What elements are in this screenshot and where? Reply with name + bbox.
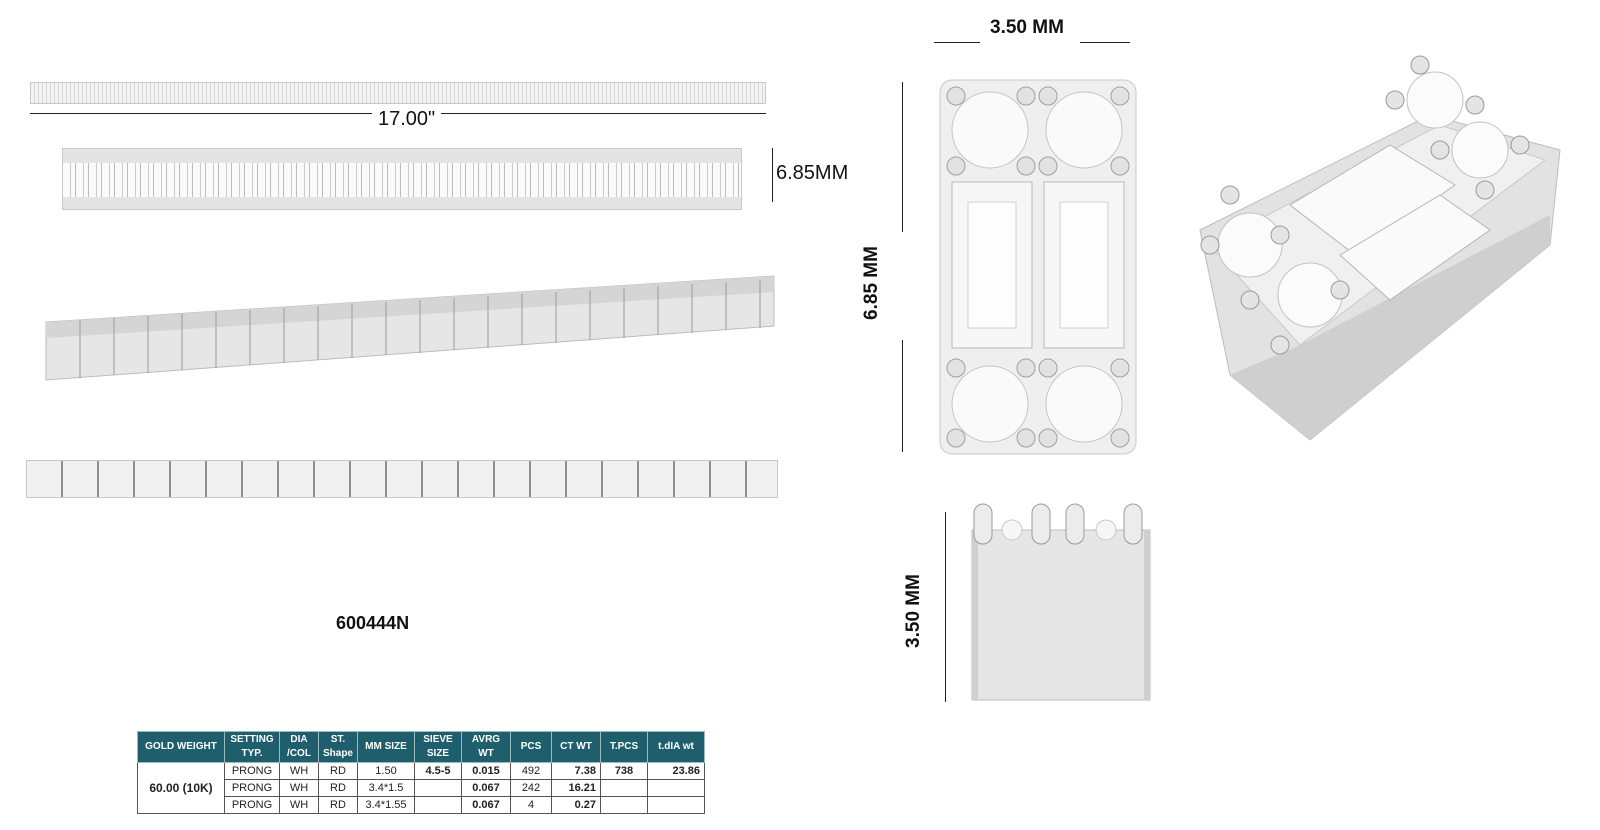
ct-wt-cell: 7.38 [551,762,601,780]
header-gold-weight: GOLD WEIGHT [137,731,225,763]
table-row: PRONG WH RD 3.4*1.5 0.067 242 16.21 [138,779,705,797]
header-pcs: PCS [510,731,552,763]
header-mm-size: MM SIZE [357,731,415,763]
width-dimension-line [772,148,773,202]
top-height-line-lower [902,340,903,452]
link-side-view [971,503,1151,701]
setting-cell: PRONG [224,779,280,797]
length-dimension-label: 17.00" [372,108,442,131]
bracelet-top-view-strip [30,82,766,104]
bracelet-side-view-strip [26,460,778,498]
sieve-size-cell: 4.5-5 [414,762,462,780]
dia-col-cell: WH [279,779,319,797]
header-dia-col: DIA /COL [279,731,319,763]
link-3d-render [1199,55,1561,441]
link-top-view [939,79,1137,455]
product-code: 600444N [336,613,410,633]
st-shape-cell: RD [318,796,358,814]
top-height-line-upper [902,82,903,232]
header-t-pcs: T.PCS [600,731,648,763]
dia-col-cell: WH [279,796,319,814]
st-shape-cell: RD [318,762,358,780]
table-header-row: GOLD WEIGHT SETTING TYP. DIA /COL ST. Sh… [137,731,705,763]
gold-weight-cell: 60.00 (10K) [137,762,225,814]
sieve-size-cell [414,779,462,797]
mm-size-cell: 3.4*1.5 [357,779,415,797]
pcs-cell: 492 [510,762,552,780]
top-width-line-right [1080,42,1130,43]
header-st-shape: ST. Shape [318,731,358,763]
bracelet-zoomed-top-strip [62,148,742,210]
top-width-line-left [934,42,980,43]
setting-cell: PRONG [224,796,280,814]
st-shape-cell: RD [318,779,358,797]
header-setting-type: SETTING TYP. [224,731,280,763]
header-ct-wt: CT WT [551,731,601,763]
top-height-label: 6.85 MM [861,246,882,320]
t-dia-wt-cell [647,796,705,814]
ct-wt-cell: 0.27 [551,796,601,814]
mm-size-cell: 1.50 [357,762,415,780]
ct-wt-cell: 16.21 [551,779,601,797]
setting-cell: PRONG [224,762,280,780]
bracelet-perspective-view [45,275,775,381]
mm-size-cell: 3.4*1.55 [357,796,415,814]
header-sieve-size: SIEVE SIZE [414,731,462,763]
t-pcs-cell [600,796,648,814]
table-row: PRONG WH RD 3.4*1.55 0.067 4 0.27 [138,796,705,814]
avrg-wt-cell: 0.015 [461,762,511,780]
header-avrg-wt: AVRG WT [461,731,511,763]
top-width-label: 3.50 MM [990,17,1064,38]
width-dimension-label: 6.85MM [776,162,849,184]
t-dia-wt-cell [647,779,705,797]
specification-table: GOLD WEIGHT SETTING TYP. DIA /COL ST. Sh… [137,731,705,814]
header-t-dia-wt: t.dIA wt [647,731,705,763]
t-dia-wt-cell: 23.86 [647,762,705,780]
pcs-cell: 4 [510,796,552,814]
t-pcs-cell [600,779,648,797]
side-height-label: 3.50 MM [903,574,924,648]
avrg-wt-cell: 0.067 [461,779,511,797]
t-pcs-cell: 738 [600,762,648,780]
dia-col-cell: WH [279,762,319,780]
avrg-wt-cell: 0.067 [461,796,511,814]
table-row: 60.00 (10K) PRONG WH RD 1.50 4.5-5 0.015… [137,762,705,814]
pcs-cell: 242 [510,779,552,797]
sieve-size-cell [414,796,462,814]
side-height-line [945,512,946,702]
